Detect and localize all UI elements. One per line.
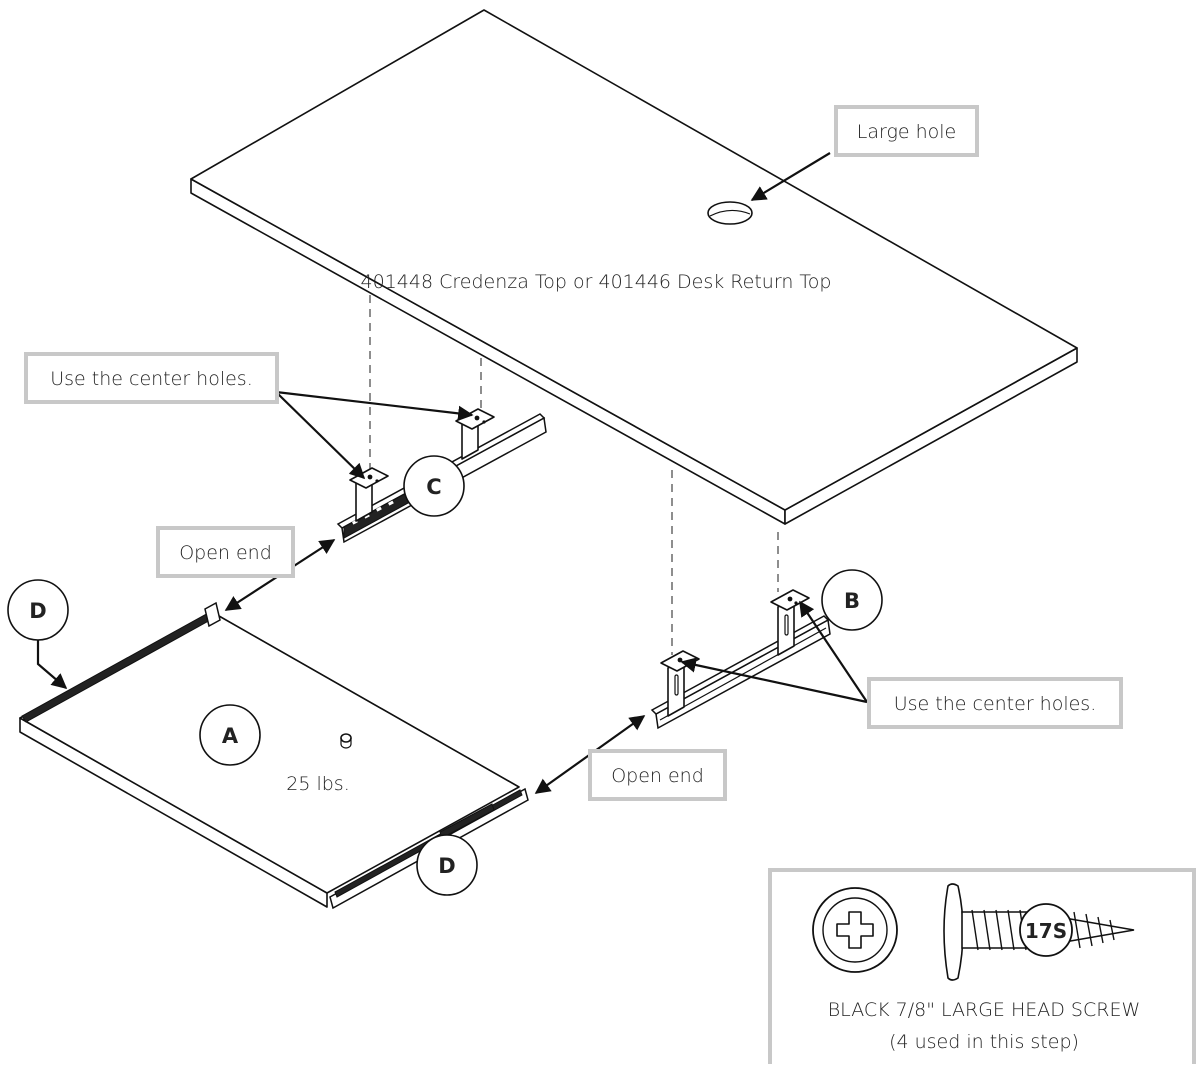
arrow-icon (275, 391, 366, 480)
part-marker-a: A (199, 704, 261, 766)
callout-open-end-left: Open end (156, 526, 295, 578)
large-hole (707, 201, 753, 225)
arrow-icon (799, 600, 868, 703)
leader-arrows (36, 152, 868, 794)
svg-text:17S: 17S (1025, 919, 1067, 943)
center-holes-right-label: Use the center holes. (894, 693, 1097, 715)
open-end-right-label: Open end (611, 765, 704, 787)
part-marker-d-left: D (7, 579, 69, 641)
svg-text:D: D (438, 854, 455, 878)
svg-text:D: D (29, 599, 46, 623)
callout-center-holes-left: Use the center holes. (24, 352, 279, 404)
shelf-a (19, 601, 529, 910)
part-marker-b: B (821, 569, 883, 631)
open-end-left-label: Open end (179, 542, 272, 564)
hardware-box: 17S BLACK 7/8" LARGE HEAD SCREW (4 used … (768, 868, 1196, 1064)
arrow-icon (275, 390, 474, 422)
slide-b (650, 589, 831, 730)
callout-large-hole: Large hole (834, 105, 979, 157)
hardware-qty: (4 used in this step) (889, 1031, 1079, 1053)
tabletop (190, 9, 1078, 525)
center-holes-left-label: Use the center holes. (50, 368, 253, 390)
large-hole-label: Large hole (857, 121, 956, 143)
svg-text:A: A (222, 724, 239, 748)
part-marker-c: C (403, 455, 465, 517)
hardware-name: BLACK 7/8" LARGE HEAD SCREW (828, 999, 1141, 1021)
arrow-icon (680, 657, 868, 704)
top-name-label: 401448 Credenza Top or 401446 Desk Retur… (361, 271, 832, 293)
svg-text:B: B (844, 589, 860, 613)
callout-open-end-right: Open end (588, 749, 727, 801)
arrow-icon (750, 152, 831, 201)
weight-label: 25 lbs. (286, 773, 350, 795)
arrow-icon (36, 636, 68, 690)
alignment-lines (369, 295, 779, 655)
phillips-screw-head-icon (812, 887, 898, 973)
part-marker-d-bottom: D (416, 834, 478, 896)
callout-center-holes-right: Use the center holes. (867, 677, 1123, 729)
svg-text:C: C (426, 475, 441, 499)
hardware-code-marker: 17S (1019, 903, 1073, 957)
